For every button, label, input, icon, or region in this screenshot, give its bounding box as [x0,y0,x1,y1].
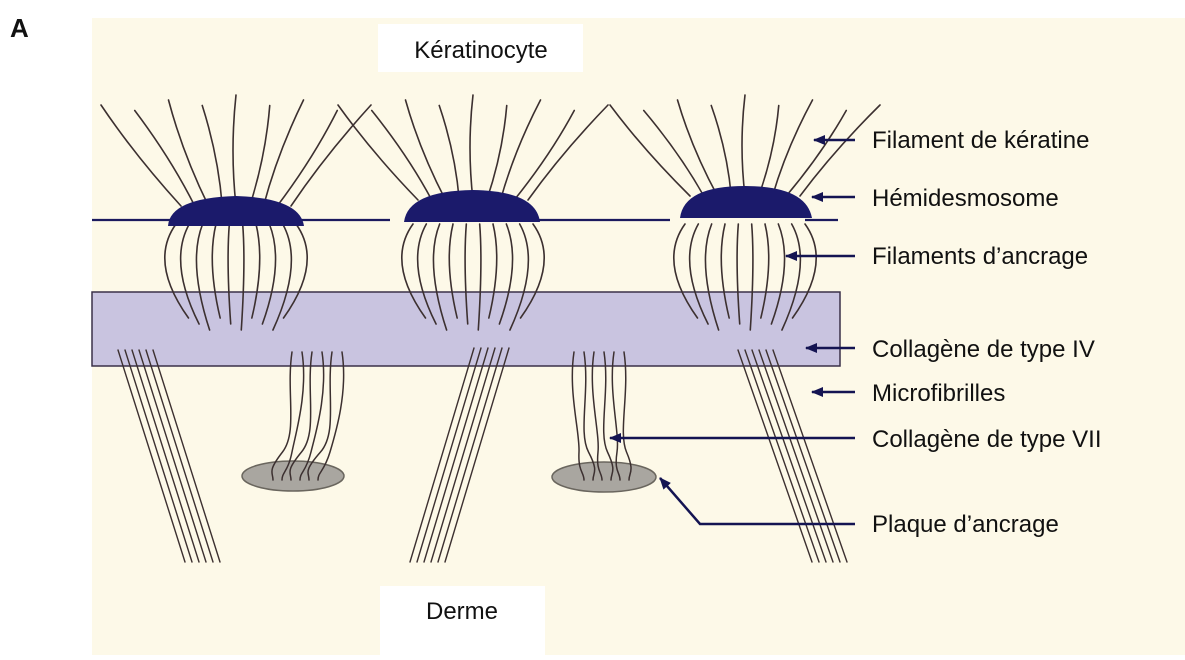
label-anchoring-filaments: Filaments d’ancrage [872,243,1088,270]
derme-label: Derme [426,598,498,625]
keratinocyte-label: Kératinocyte [414,37,547,64]
label-anchoring-plaque: Plaque d’ancrage [872,511,1059,538]
label-microfibrils: Microfibrilles [872,380,1005,407]
label-collagen-iv: Collagène de type IV [872,336,1095,363]
panel-label: A [10,13,29,43]
label-keratin-filament: Filament de kératine [872,127,1089,154]
anchoring-plaque [552,462,656,492]
anchoring-plaque [242,461,344,491]
label-hemidesmosome: Hémidesmosome [872,185,1059,212]
label-collagen-vii: Collagène de type VII [872,426,1102,453]
